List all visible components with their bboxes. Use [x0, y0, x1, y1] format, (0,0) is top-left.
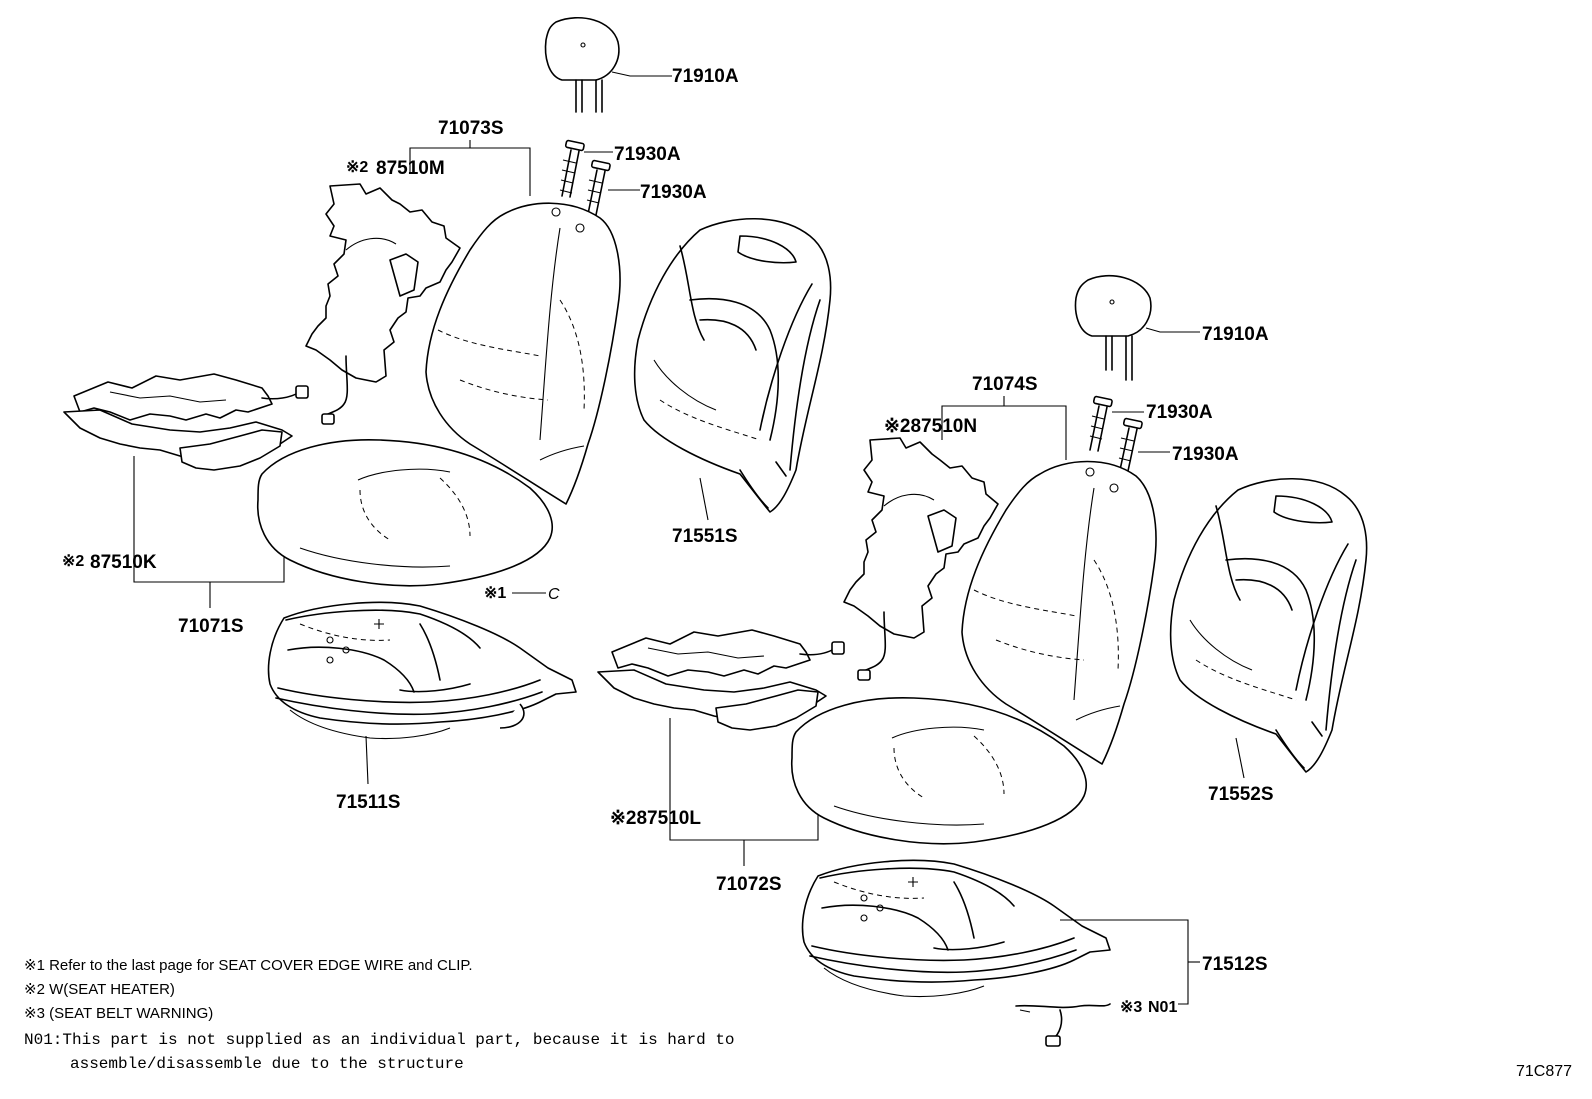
seatback-pad-right[interactable] — [1169, 477, 1368, 773]
label-cushion-cover-left[interactable]: 71071S — [178, 616, 244, 637]
label-support-left-a[interactable]: 71930A — [614, 144, 681, 165]
label-sensor-mark: ※3 — [1120, 999, 1142, 1016]
note-seat-belt-warning: ※3 (SEAT BELT WARNING) — [24, 1005, 213, 1022]
label-cushion-pad-left[interactable]: 71511S — [336, 792, 400, 813]
seat-cushion-pad-right[interactable] — [801, 859, 1111, 998]
label-support-right-a[interactable]: 71930A — [1146, 402, 1213, 423]
label-support-right-b[interactable]: 71930A — [1172, 444, 1239, 465]
seatback-cover-left[interactable] — [425, 202, 621, 505]
label-heater-cushion-left[interactable]: 87510K — [90, 552, 157, 573]
note-n01-line2: assemble/disassemble due to the structur… — [70, 1055, 464, 1073]
seat-belt-warning-sensor[interactable] — [1015, 1003, 1111, 1047]
label-heater-cushion-left-mark: ※2 — [62, 553, 84, 570]
label-clip-mark: ※1 — [484, 585, 506, 602]
seatback-heater-right[interactable] — [843, 437, 999, 681]
seatback-cover-right[interactable] — [961, 460, 1157, 765]
label-headrest-left[interactable]: 71910A — [672, 66, 739, 87]
label-back-pad-left[interactable]: 71551S — [672, 526, 738, 547]
headrest-support-left[interactable] — [559, 139, 611, 216]
headrest-support-right[interactable] — [1089, 395, 1143, 472]
label-heater-back-left-mark: ※2 — [346, 159, 368, 176]
seat-cushion-heater-left[interactable] — [63, 373, 309, 471]
seat-cushion-cover-left[interactable] — [256, 438, 554, 587]
headrest-right[interactable] — [1074, 274, 1152, 381]
label-back-cover-left[interactable]: 71073S — [438, 118, 504, 139]
seatback-heater-left[interactable] — [305, 183, 461, 425]
headrest-left[interactable] — [544, 16, 620, 113]
label-back-cover-right[interactable]: 71074S — [972, 374, 1038, 395]
seat-cushion-heater-right[interactable] — [597, 629, 845, 731]
diagram-code: 71C877 — [1516, 1063, 1572, 1080]
label-back-pad-right[interactable]: 71552S — [1208, 784, 1274, 805]
seat-cushion-cover-right[interactable] — [790, 696, 1088, 845]
label-cushion-pad-right[interactable]: 71512S — [1202, 954, 1268, 975]
label-heater-cushion-right[interactable]: ※287510L — [610, 808, 701, 829]
note-seat-heater: ※2 W(SEAT HEATER) — [24, 981, 175, 998]
label-headrest-right[interactable]: 71910A — [1202, 324, 1269, 345]
seat-cushion-pad-left[interactable] — [267, 601, 577, 740]
label-heater-back-left[interactable]: 87510M — [376, 158, 445, 179]
label-sensor-code[interactable]: N01 — [1148, 999, 1177, 1016]
label-heater-back-right[interactable]: ※287510N — [884, 416, 977, 437]
seatback-pad-left[interactable] — [633, 217, 832, 513]
label-support-left-b[interactable]: 71930A — [640, 182, 707, 203]
label-cushion-cover-right[interactable]: 71072S — [716, 874, 782, 895]
note-n01-line1: N01:This part is not supplied as an indi… — [24, 1031, 735, 1049]
note-edge-wire: ※1 Refer to the last page for SEAT COVER… — [24, 957, 473, 974]
label-clip-code[interactable]: C — [548, 586, 560, 603]
